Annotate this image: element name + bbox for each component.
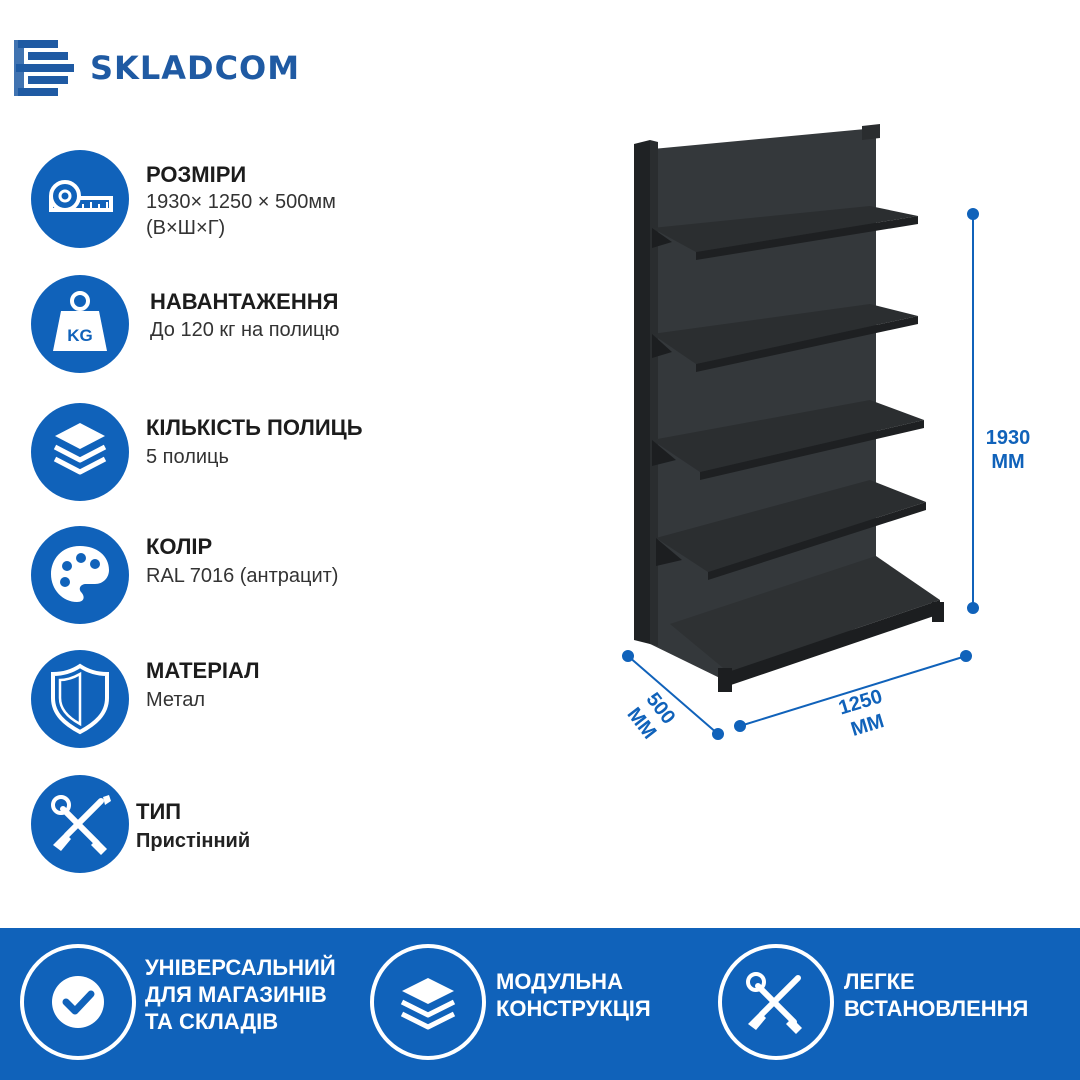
benefit-line: УНІВЕРСАЛЬНИЙ — [145, 955, 336, 980]
weight-kg-icon: KG — [31, 275, 129, 373]
shelf-levels — [652, 206, 940, 686]
height-dimension: 1930 ММ — [978, 426, 1038, 474]
feature-title: КІЛЬКІСТЬ ПОЛИЦЬ — [146, 415, 363, 440]
tools-icon — [718, 944, 834, 1060]
feature-title: КОЛІР — [146, 534, 213, 559]
benefit-text: ЛЕГКЕ ВСТАНОВЛЕННЯ — [844, 968, 1028, 1022]
feature-title: РОЗМІРИ — [146, 162, 247, 187]
benefit-line: МОДУЛЬНА — [496, 969, 623, 994]
benefit-text: МОДУЛЬНА КОНСТРУКЦІЯ — [496, 968, 651, 1022]
shelf-illustration — [622, 124, 979, 740]
benefits-band: УНІВЕРСАЛЬНИЙ ДЛЯ МАГАЗИНІВ ТА СКЛАДІВ М… — [0, 928, 1080, 1080]
shelf-diagram: 1930 ММ 1250 ММ 500 ММ — [600, 120, 1070, 760]
feature-type: ТИП Пристінний — [0, 775, 560, 880]
brand-name: SKLADCOM — [90, 49, 301, 87]
layers-icon — [31, 403, 129, 501]
feature-title: ТИП — [136, 799, 182, 824]
feature-value: RAL 7016 (антрацит) — [146, 565, 339, 587]
benefit-line: ЛЕГКЕ — [844, 969, 915, 994]
svg-text:KG: KG — [67, 326, 93, 345]
feature-title: МАТЕРІАЛ — [146, 658, 260, 683]
feature-value: 1930× 1250 × 500мм — [146, 191, 336, 213]
tape-measure-icon — [31, 150, 129, 248]
layers-icon — [370, 944, 486, 1060]
benefit-line: КОНСТРУКЦІЯ — [496, 996, 651, 1021]
shield-icon — [31, 650, 129, 748]
feature-dimensions: РОЗМІРИ 1930× 1250 × 500мм (В×Ш×Г) — [0, 150, 560, 255]
feature-value: (В×Ш×Г) — [146, 217, 226, 239]
skladcom-logo-icon — [14, 40, 74, 96]
feature-value: Пристінний — [136, 830, 251, 852]
benefit-text: УНІВЕРСАЛЬНИЙ ДЛЯ МАГАЗИНІВ ТА СКЛАДІВ — [145, 954, 336, 1035]
feature-value: 5 полиць — [146, 446, 229, 468]
height-unit: ММ — [991, 451, 1025, 473]
feature-value: До 120 кг на полицю — [150, 319, 340, 341]
benefit-line: ДЛЯ МАГАЗИНІВ — [145, 982, 327, 1007]
benefit-line: ТА СКЛАДІВ — [145, 1009, 279, 1034]
feature-shelves: КІЛЬКІСТЬ ПОЛИЦЬ 5 полиць — [0, 403, 560, 508]
feature-load: KG НАВАНТАЖЕННЯ До 120 кг на полицю — [0, 275, 560, 380]
feature-material: МАТЕРІАЛ Метал — [0, 650, 560, 755]
brand-logo: SKLADCOM — [14, 38, 300, 98]
palette-icon — [31, 526, 129, 624]
feature-value: Метал — [146, 689, 206, 711]
feature-title: НАВАНТАЖЕННЯ — [150, 289, 339, 314]
height-value: 1930 — [985, 427, 1031, 449]
tools-icon — [31, 775, 129, 873]
benefit-line: ВСТАНОВЛЕННЯ — [844, 996, 1029, 1021]
feature-color: КОЛІР RAL 7016 (антрацит) — [0, 526, 560, 631]
check-icon — [20, 944, 136, 1060]
